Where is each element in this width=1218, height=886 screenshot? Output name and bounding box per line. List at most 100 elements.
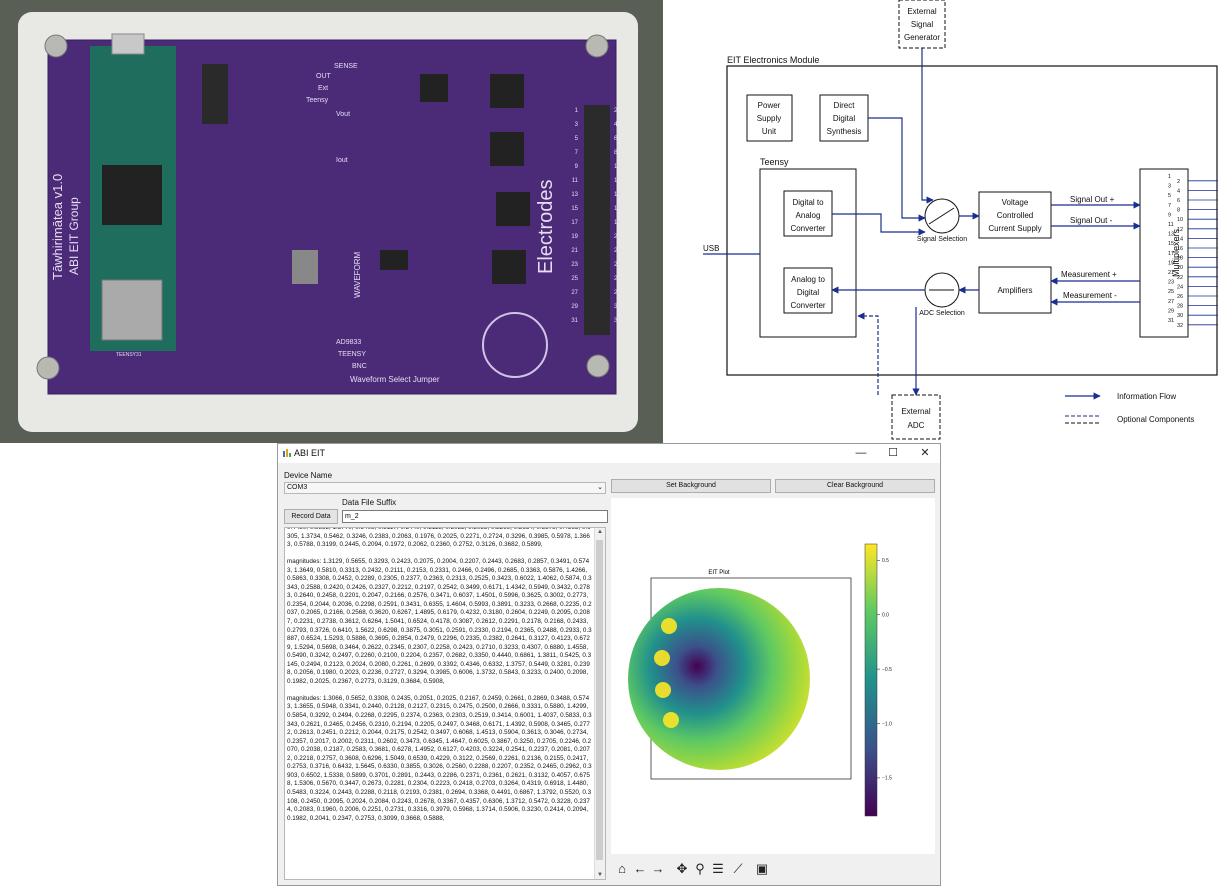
multiplexers-label: Multiplexers bbox=[1171, 228, 1181, 277]
dds-line-1: Direct bbox=[834, 101, 856, 110]
pcb-pin-label: 31 bbox=[571, 318, 578, 324]
mux-pin-label: 27 bbox=[1168, 299, 1174, 305]
mux-pin-label: 30 bbox=[1177, 313, 1183, 319]
pan-icon[interactable]: ✥ bbox=[676, 861, 688, 876]
dds-line-2: Digital bbox=[833, 114, 855, 123]
pcb-pin-label: 10 bbox=[614, 164, 621, 170]
mux-pin-label: 8 bbox=[1177, 208, 1180, 214]
mux-pin-label: 17 bbox=[1168, 251, 1174, 257]
colorbar-tick-label: 0.5 bbox=[882, 558, 889, 564]
board-name: Tāwhirimātea v1.0 bbox=[50, 174, 65, 280]
screw-icon bbox=[585, 34, 609, 58]
record-data-button[interactable]: Record Data bbox=[284, 509, 338, 524]
jumper-title: Waveform Select Jumper bbox=[350, 375, 440, 384]
set-background-button[interactable]: Set Background bbox=[611, 479, 771, 493]
colorbar-tick-label: −1.5 bbox=[882, 776, 892, 782]
adc-line-2: Digital bbox=[797, 288, 819, 297]
electrodes-label: Electrodes bbox=[535, 180, 557, 275]
pcb-pin-label: 30 bbox=[614, 304, 621, 310]
save-icon[interactable]: ▣ bbox=[755, 861, 769, 876]
clear-background-button[interactable]: Clear Background bbox=[775, 479, 935, 493]
data-file-suffix-input[interactable] bbox=[342, 510, 608, 523]
mux-pin-label: 20 bbox=[1177, 265, 1183, 271]
app-window: ABI EIT — ☐ ✕ Device Name COM3 ⌄ Set Bac… bbox=[277, 443, 941, 886]
mux-pin-label: 2 bbox=[1177, 179, 1180, 185]
measurement-plus-label: Measurement + bbox=[1061, 270, 1117, 279]
mux-pin-label: 16 bbox=[1177, 246, 1183, 252]
vout-label: Vout bbox=[336, 111, 350, 118]
power-switch bbox=[202, 64, 228, 124]
plot-title: EIT Plot bbox=[708, 570, 730, 576]
mux-pin-label: 6 bbox=[1177, 198, 1180, 204]
colorbar bbox=[864, 543, 878, 817]
close-icon[interactable]: ✕ bbox=[920, 447, 930, 459]
mux-pin-label: 7 bbox=[1168, 203, 1171, 209]
pcb-pin-label: 28 bbox=[614, 290, 621, 296]
electrode-artifacts bbox=[654, 618, 679, 728]
psu-line-3: Unit bbox=[762, 127, 777, 136]
pcb-pin-label: 18 bbox=[614, 220, 621, 226]
usb-label: USB bbox=[703, 244, 719, 253]
jumper-option-ad9833: AD9833 bbox=[336, 339, 361, 346]
sd-card-slot bbox=[101, 279, 163, 341]
flow-ext-gen bbox=[921, 48, 934, 204]
configure-icon[interactable]: ☰ bbox=[712, 861, 724, 876]
title-bar[interactable]: ABI EIT — ☐ ✕ bbox=[278, 444, 940, 463]
pcb-pin-label: 5 bbox=[575, 136, 579, 142]
device-name-label: Device Name bbox=[284, 471, 333, 480]
pcb-pin-label: 12 bbox=[614, 178, 621, 184]
mux-pin-label: 3 bbox=[1168, 184, 1171, 190]
vccs-line-2: Controlled bbox=[997, 211, 1033, 220]
app-icon bbox=[283, 449, 291, 457]
vccs-line-1: Voltage bbox=[1002, 198, 1029, 207]
zoom-icon[interactable]: ⚲ bbox=[695, 861, 705, 876]
eit-plot-canvas[interactable]: EIT Plot 0.50.0−0.5−1.0−1.5 bbox=[611, 498, 935, 854]
teensy-label: Teensy bbox=[760, 157, 789, 167]
adc-line-3: Converter bbox=[790, 301, 825, 310]
mux-pin-label: 23 bbox=[1168, 280, 1174, 286]
pcb-pin-label: 6 bbox=[614, 136, 618, 142]
pcb-pin-label: 8 bbox=[614, 150, 618, 156]
external-adc-box bbox=[891, 394, 941, 440]
mux-pin-label: 25 bbox=[1168, 289, 1174, 295]
ext-gen-line-1: External bbox=[907, 7, 937, 16]
forward-icon[interactable]: → bbox=[651, 861, 665, 876]
mux-pin-label: 4 bbox=[1177, 188, 1180, 194]
vccs-line-3: Current Supply bbox=[988, 224, 1041, 233]
pcb-pin-label: 24 bbox=[614, 262, 621, 268]
data-log-textarea[interactable]: 0.4480, 0.8882, 1.3770, 0.5408, 0.3117, … bbox=[284, 527, 606, 880]
scroll-up-icon[interactable]: ▲ bbox=[597, 529, 603, 535]
log-scrollbar[interactable]: ▲ ▼ bbox=[594, 528, 605, 879]
pcb-pin-label: 4 bbox=[614, 122, 618, 128]
back-icon[interactable]: ← bbox=[633, 861, 647, 876]
pcb-pin-label: 2 bbox=[614, 108, 618, 114]
signal-selection-label: Signal Selection bbox=[917, 236, 967, 243]
mux-pin-label: 15 bbox=[1168, 241, 1174, 247]
edit-axes-icon[interactable]: ⟋ bbox=[733, 861, 743, 876]
pcb-pin-label: 16 bbox=[614, 206, 621, 212]
device-name-select[interactable]: COM3 ⌄ bbox=[284, 482, 606, 494]
screw-icon bbox=[36, 356, 60, 380]
pcb-pin-label: 23 bbox=[571, 262, 578, 268]
minimize-icon[interactable]: — bbox=[855, 447, 867, 459]
mux-pin-label: 1 bbox=[1168, 174, 1171, 180]
pcb-pin-label: 7 bbox=[575, 150, 579, 156]
block-diagram: EIT Electronics Module External Signal G… bbox=[703, 0, 1218, 440]
pcb-pin-label: 32 bbox=[614, 318, 621, 324]
home-icon[interactable]: ⌂ bbox=[618, 861, 626, 876]
pcb-pin-label: 21 bbox=[571, 248, 578, 254]
legend-optional-label: Optional Components bbox=[1117, 415, 1194, 424]
maximize-icon[interactable]: ☐ bbox=[888, 447, 898, 459]
flow-dds bbox=[868, 117, 926, 222]
scroll-down-icon[interactable]: ▼ bbox=[597, 872, 603, 878]
io-teensy-label: Teensy bbox=[306, 97, 329, 104]
colorbar-tick-label: −1.0 bbox=[882, 721, 892, 727]
data-file-suffix-label: Data File Suffix bbox=[342, 498, 397, 507]
flow-dac bbox=[832, 213, 926, 236]
usb-port bbox=[111, 33, 145, 55]
ext-gen-line-3: Generator bbox=[904, 33, 940, 42]
scrollbar-thumb[interactable] bbox=[596, 540, 603, 860]
mux-pin-label: 19 bbox=[1168, 260, 1174, 266]
board-group: ABI EIT Group bbox=[67, 197, 81, 275]
data-log-text: 0.4480, 0.8882, 1.3770, 0.5408, 0.3117, … bbox=[287, 527, 592, 822]
